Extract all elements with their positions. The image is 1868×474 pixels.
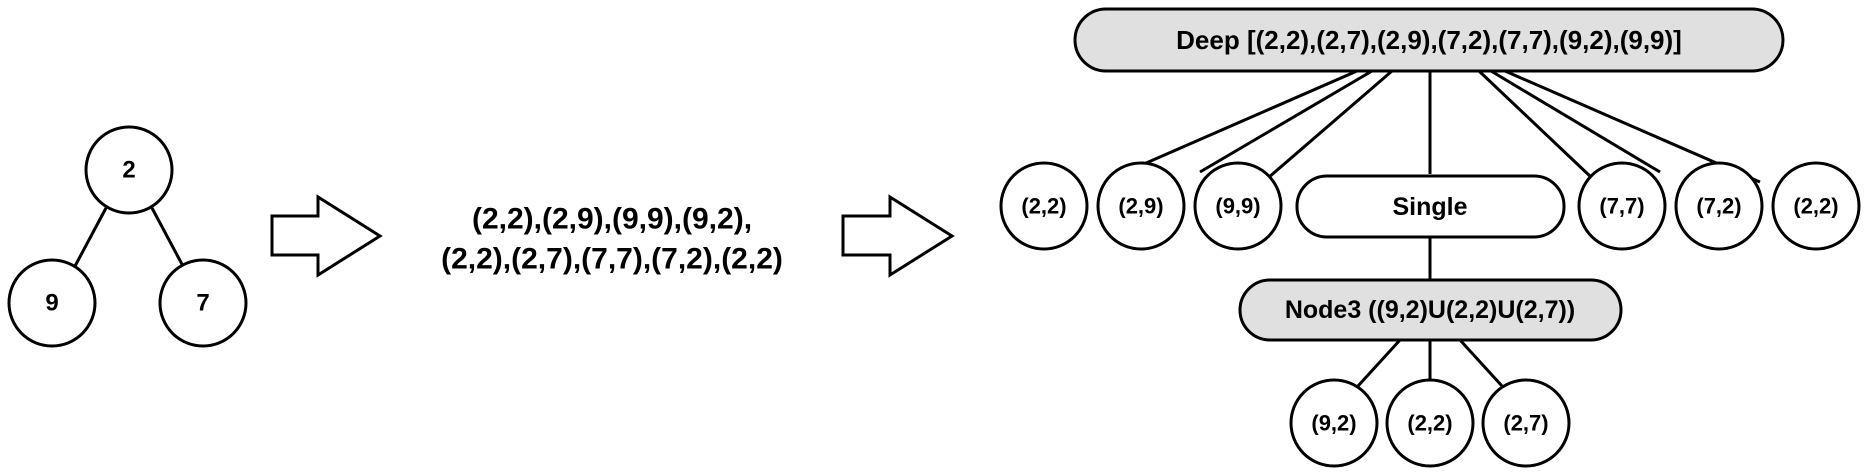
svg-text:(2,2): (2,2) <box>1407 411 1452 436</box>
tree-left-node: 9 <box>7 258 97 348</box>
svg-text:(2,7): (2,7) <box>1503 411 1548 436</box>
prefix-item: (9,9) <box>1193 161 1283 251</box>
svg-text:(7,7): (7,7) <box>1599 194 1644 219</box>
edge-deep-prefix-3 <box>1267 69 1393 180</box>
svg-text:(9,9): (9,9) <box>1215 194 1260 219</box>
arrow-right-icon <box>270 194 383 278</box>
prefix-item: (2,9) <box>1096 161 1186 251</box>
tree-edge-left <box>72 207 108 269</box>
deep-label: Deep [(2,2),(2,7),(2,9),(7,2),(7,7),(9,2… <box>1176 25 1682 55</box>
edge-node3-child-1 <box>1356 338 1402 388</box>
suffix-item: (2,2) <box>1771 161 1861 251</box>
suffix-item: (7,2) <box>1674 161 1764 251</box>
node3-label: Node3 ((9,2)U(2,2)U(2,7)) <box>1285 296 1575 324</box>
edge-deep-suffix-1 <box>1477 69 1594 180</box>
svg-text:(7,2): (7,2) <box>1696 194 1741 219</box>
svg-text:(2,2): (2,2) <box>1793 194 1838 219</box>
prefix-digit: (2,2) (2,9) (9,9) <box>999 161 1283 251</box>
binary-tree: 2 9 7 <box>7 125 248 348</box>
edge-deep-prefix-1 <box>1129 69 1358 172</box>
single-node: Single <box>1295 174 1566 239</box>
prefix-item: (2,2) <box>999 161 1089 251</box>
node3-children: (9,2) (2,2) (2,7) <box>1289 378 1571 468</box>
arrow-right-icon <box>841 194 955 278</box>
tree-left-label: 9 <box>45 290 58 317</box>
svg-text:(2,9): (2,9) <box>1118 194 1163 219</box>
edge-node3-child-3 <box>1458 338 1504 388</box>
suffix-item: (7,7) <box>1577 161 1667 251</box>
edge-deep-suffix-2 <box>1490 69 1661 174</box>
finger-tree-edges <box>1129 69 1761 388</box>
node3-child: (9,2) <box>1289 378 1379 468</box>
sequence-text: (2,2),(2,9),(9,9),(9,2), (2,2),(2,7),(7,… <box>441 203 783 276</box>
node3-child: (2,7) <box>1481 378 1571 468</box>
tree-root-label: 2 <box>122 157 135 184</box>
svg-text:(9,2): (9,2) <box>1311 411 1356 436</box>
tree-right-label: 7 <box>196 290 209 317</box>
tree-edge-right <box>150 207 186 269</box>
node3-node: Node3 ((9,2)U(2,2)U(2,7)) <box>1238 278 1623 342</box>
sequence-line-2: (2,2),(2,7),(7,7),(7,2),(2,2) <box>441 243 783 276</box>
tree-root-node: 2 <box>84 125 174 215</box>
suffix-digit: (7,7) (7,2) (2,2) <box>1577 161 1861 251</box>
sequence-line-1: (2,2),(2,9),(9,9),(9,2), <box>472 203 752 236</box>
single-label: Single <box>1392 193 1467 221</box>
deep-node: Deep [(2,2),(2,7),(2,9),(7,2),(7,7),(9,2… <box>1073 7 1785 73</box>
tree-right-node: 7 <box>158 258 248 348</box>
edge-deep-prefix-2 <box>1199 69 1373 174</box>
svg-text:(2,2): (2,2) <box>1021 194 1066 219</box>
node3-child: (2,2) <box>1385 378 1475 468</box>
